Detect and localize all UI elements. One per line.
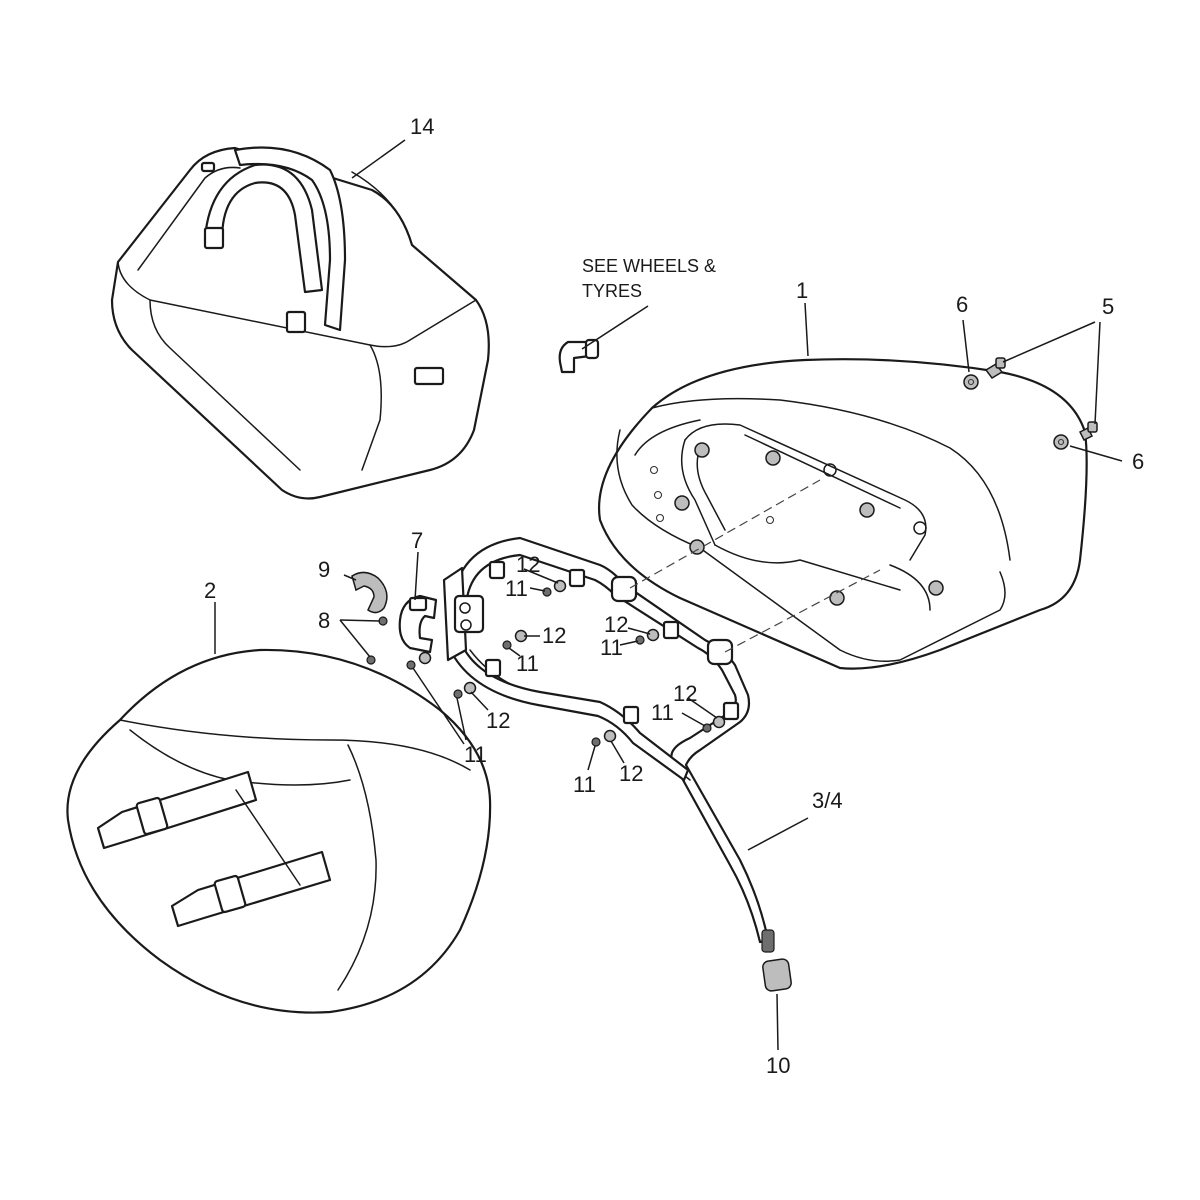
callout-6-right: 6	[1132, 449, 1144, 474]
alignment-lines	[629, 479, 881, 653]
callout-11-e: 11	[464, 742, 487, 767]
valve-elbow-connector	[558, 338, 600, 374]
callout-11-a: 11	[505, 576, 528, 601]
callout-12-c: 12	[604, 612, 628, 637]
callout-12-b: 12	[542, 623, 566, 648]
inner-bag-part-14	[110, 146, 490, 500]
clip-part-9	[351, 571, 388, 614]
callout-5: 5	[1102, 294, 1114, 319]
end-cap-part-10	[762, 958, 792, 992]
note-see-wheels-line2: TYRES	[582, 281, 642, 301]
callout-1: 1	[796, 278, 808, 303]
callout-7: 7	[411, 528, 423, 553]
callout-11-d: 11	[651, 700, 674, 725]
mounting-frame-part-3-4	[442, 536, 775, 953]
callout-12-e: 12	[486, 708, 510, 733]
callout-9: 9	[318, 557, 330, 582]
saddlebag-part-2	[66, 648, 492, 1014]
callout-11-c: 11	[600, 635, 623, 660]
buckle-straps	[96, 770, 332, 928]
callout-12-f: 12	[619, 761, 643, 786]
callout-2: 2	[204, 578, 216, 603]
callout-3-4: 3/4	[812, 788, 843, 813]
bolts-washers-parts-5-6	[963, 357, 1098, 450]
screws-part-8	[366, 616, 388, 665]
callout-12-d: 12	[673, 681, 697, 706]
callout-11-f: 11	[573, 772, 596, 797]
saddlebag-part-1	[598, 358, 1088, 670]
note-see-wheels-line1: SEE WHEELS &	[582, 256, 716, 276]
callout-6-top: 6	[956, 292, 968, 317]
leader-lines	[214, 139, 1123, 1051]
callout-11-b: 11	[516, 651, 539, 676]
bracket-part-7	[398, 594, 438, 654]
callout-8: 8	[318, 608, 330, 633]
callout-14: 14	[410, 114, 434, 139]
mounting-studs	[649, 442, 944, 606]
nuts-washers-parts-11-12	[406, 579, 726, 747]
callout-12-a: 12	[516, 552, 540, 577]
callout-10: 10	[766, 1053, 790, 1078]
callout-labels: SEE WHEELS & TYRES 14 1 6 5 6 2 7 9 8 12…	[204, 114, 1144, 1078]
